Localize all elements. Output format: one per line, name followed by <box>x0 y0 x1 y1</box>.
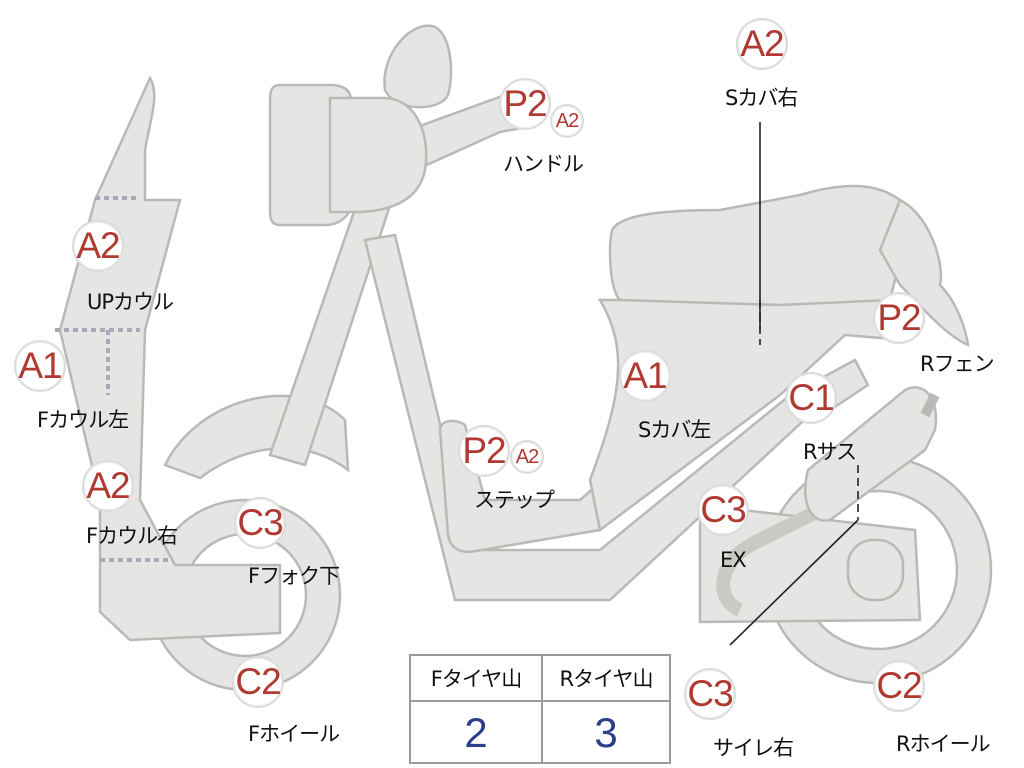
step-label: ステップ <box>474 488 555 512</box>
s-cover-right-code-text: A2 <box>740 23 784 64</box>
silencer-tip <box>920 392 940 418</box>
front-cowl-shape <box>58 75 282 642</box>
up-cowl-code[interactable]: A2 <box>72 220 124 272</box>
exhaust-label: EX <box>720 548 747 572</box>
exhaust-code-text: C3 <box>700 489 746 530</box>
silencer-right-code[interactable]: C3 <box>684 668 736 720</box>
f-fork-lower-code[interactable]: C3 <box>234 497 286 549</box>
handle-code-text: P2 <box>503 83 547 124</box>
rear-hub-shape <box>846 538 905 602</box>
exhaust-pipe-shape <box>716 498 834 617</box>
r-fender-code-text: P2 <box>877 297 921 338</box>
f-cowl-right-code[interactable]: A2 <box>82 460 134 512</box>
r-suspension-code-text: C1 <box>788 377 834 418</box>
tire-table-header-rear: Rタイヤ山 <box>559 667 654 691</box>
f-fork-lower-code-text: C3 <box>237 502 283 543</box>
s-cover-right-label: Sカバ右 <box>725 86 798 110</box>
tire-table-divider-v <box>541 656 543 762</box>
step-code[interactable]: P2 <box>458 425 510 477</box>
handle-code-secondary[interactable]: A2 <box>550 104 584 138</box>
exhaust-code[interactable]: C3 <box>697 484 749 536</box>
step-code-text: P2 <box>462 430 506 471</box>
r-wheel-code[interactable]: C2 <box>873 660 925 712</box>
mirror-shape <box>383 24 453 109</box>
r-suspension-code[interactable]: C1 <box>785 372 837 424</box>
up-cowl-label: UPカウル <box>87 290 174 314</box>
r-wheel-label: Rホイール <box>896 732 991 756</box>
handle-cover-shape <box>328 96 428 214</box>
step-code-secondary[interactable]: A2 <box>510 440 544 474</box>
handle-code-secondary-text: A2 <box>555 109 579 132</box>
f-cowl-right-code-text: A2 <box>86 465 130 506</box>
leader-silencer <box>729 519 859 646</box>
r-suspension-label: Rサス <box>803 440 857 464</box>
handle-code[interactable]: P2 <box>499 78 551 130</box>
silencer-shape <box>803 386 938 522</box>
handle-label: ハンドル <box>503 152 584 176</box>
r-wheel-code-text: C2 <box>876 665 922 706</box>
r-fender-label: Rフェン <box>920 352 995 376</box>
f-cowl-right-label: Fカウル右 <box>86 524 178 548</box>
tire-table-value-front[interactable]: 2 <box>464 709 488 756</box>
f-wheel-code-text: C2 <box>235 661 281 702</box>
up-cowl-code-text: A2 <box>76 225 120 266</box>
f-cowl-left-code-text: A1 <box>18 345 62 386</box>
silencer-right-code-text: C3 <box>687 673 733 714</box>
step-code-secondary-text: A2 <box>515 445 539 468</box>
r-fender-code[interactable]: P2 <box>873 292 925 344</box>
f-cowl-left-code[interactable]: A1 <box>14 340 66 392</box>
tire-table-value-rear[interactable]: 3 <box>594 709 618 756</box>
s-cover-right-code[interactable]: A2 <box>736 18 788 70</box>
f-wheel-label: Fホイール <box>248 722 340 746</box>
tire-table-divider-h <box>411 700 669 702</box>
s-cover-left-label: Sカバ左 <box>638 418 711 442</box>
f-wheel-code[interactable]: C2 <box>232 656 284 708</box>
tire-table-header-front: Fタイヤ山 <box>430 667 522 691</box>
silencer-right-label: サイレ右 <box>713 736 794 760</box>
tire-tread-table: Fタイヤ山 Rタイヤ山 2 3 <box>409 654 671 764</box>
f-cowl-left-label: Fカウル左 <box>37 408 129 432</box>
f-fork-lower-label: Fフォク下 <box>248 564 340 588</box>
seat-shape <box>608 184 907 307</box>
s-cover-left-code-text: A1 <box>623 355 667 396</box>
s-cover-left-code[interactable]: A1 <box>619 350 671 402</box>
